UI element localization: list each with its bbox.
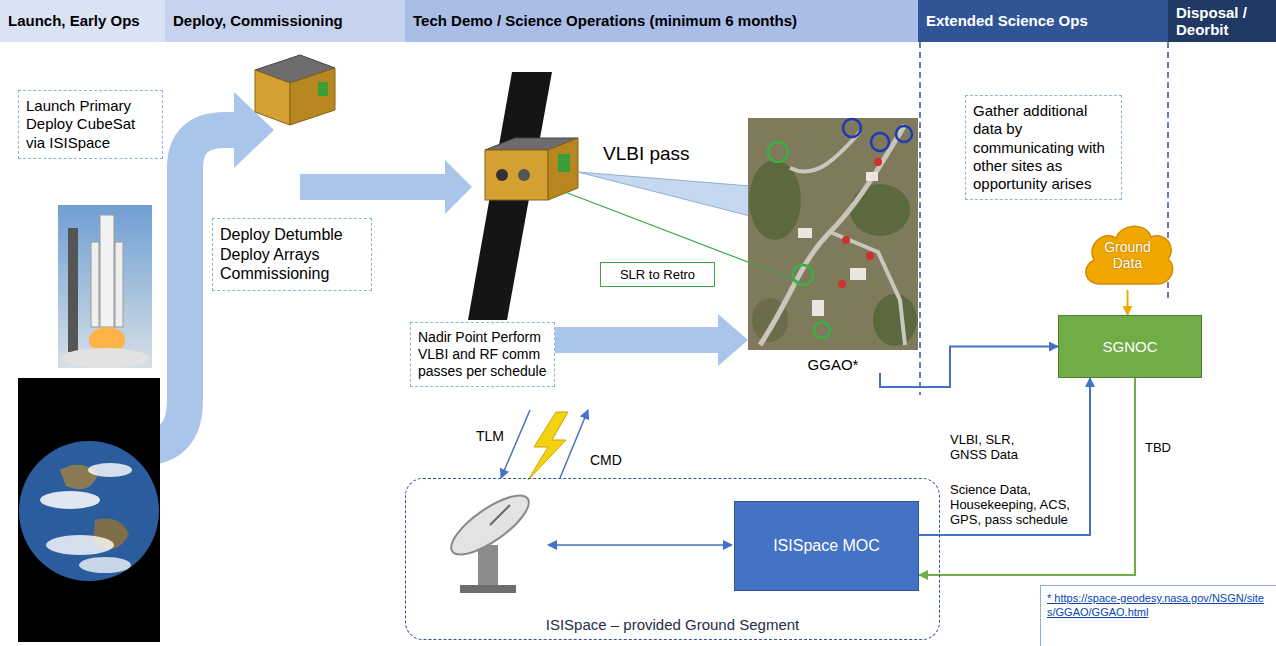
edge-label: VLBI, SLR, GNSS Data xyxy=(950,432,1040,462)
earth-cloud xyxy=(88,463,132,477)
node-text: Deploy, Commissioning xyxy=(173,12,343,29)
center-box: SGNOC xyxy=(1058,315,1202,378)
site-map xyxy=(748,118,918,350)
map-road xyxy=(830,232,905,345)
rf-bolt xyxy=(528,412,568,480)
antenna-base xyxy=(460,585,516,593)
node-text: Extended Science Ops xyxy=(926,12,1088,29)
node-text: Nadir Point Perform VLBI and RF comm pas… xyxy=(418,329,547,380)
cubesat-side xyxy=(290,68,335,125)
site-map-box: GGAO* xyxy=(748,118,918,373)
earth-cloud xyxy=(79,557,131,573)
cloud-shape: Ground Data xyxy=(1080,220,1175,290)
solar-array xyxy=(468,72,552,320)
map-building xyxy=(850,268,866,280)
antenna-link xyxy=(548,544,732,546)
phase-band: Deploy, Commissioning xyxy=(165,0,405,42)
map-marker xyxy=(793,265,813,285)
free-label: VLBI pass xyxy=(603,143,690,165)
earth-cloud xyxy=(46,535,114,555)
phase-divider xyxy=(919,42,921,395)
free-label: CMD xyxy=(590,452,622,468)
rocket-photo xyxy=(58,205,152,368)
rocket-booster xyxy=(115,242,123,327)
satellite-lens xyxy=(496,169,508,181)
connector xyxy=(1127,290,1129,315)
vlbi-beam xyxy=(578,172,750,216)
node-text: SLR to Retro xyxy=(607,267,708,282)
note-box: Nadir Point Perform VLBI and RF comm pas… xyxy=(410,322,555,387)
rocket-smoke xyxy=(61,348,149,368)
earth-cloud xyxy=(40,491,100,509)
map-marker xyxy=(843,119,861,137)
connector xyxy=(880,347,1058,388)
connector xyxy=(555,314,748,366)
cloud-fill xyxy=(1086,226,1173,284)
phase-band: Extended Science Ops xyxy=(918,0,1168,42)
node-text: ISISpace MOC xyxy=(773,537,880,555)
node-text: GGAO* xyxy=(748,356,918,373)
map-marker xyxy=(842,236,850,244)
map-marker xyxy=(838,280,846,288)
map-building xyxy=(866,172,878,181)
node-text: * https://space-geodesy.nasa.gov/NSGN/si… xyxy=(1047,591,1270,620)
node-text: SGNOC xyxy=(1102,338,1157,355)
map-marker xyxy=(896,126,912,142)
map-road xyxy=(760,125,905,345)
map-marker xyxy=(866,252,874,260)
satellite-front xyxy=(485,150,548,200)
antenna-feed xyxy=(490,505,510,525)
connector xyxy=(919,378,1090,535)
satellite-panel xyxy=(558,154,570,172)
launch-tower xyxy=(68,228,78,352)
map-trees xyxy=(749,160,801,240)
phase-arrow xyxy=(300,160,472,214)
node-text: ISISpace – provided Ground Segment xyxy=(406,616,939,633)
phase-band: Launch, Early Ops xyxy=(0,0,165,42)
footnote-box: * https://space-geodesy.nasa.gov/NSGN/si… xyxy=(1040,585,1276,646)
tlm-link xyxy=(501,410,530,478)
map-trees xyxy=(850,184,910,236)
map-marker xyxy=(768,142,788,162)
map-building xyxy=(812,300,824,316)
node-text: Gather additional data by communicating … xyxy=(973,102,1114,193)
earth-globe xyxy=(19,441,159,581)
node-text: Launch, Early Ops xyxy=(8,12,140,29)
note-box: Deploy Detumble Deploy Arrays Commission… xyxy=(212,218,372,291)
center-box: ISISpace MOC xyxy=(734,501,919,591)
map-building xyxy=(798,228,812,238)
earth-photo xyxy=(18,378,160,642)
map-trees xyxy=(873,294,917,346)
tag-box: SLR to Retro xyxy=(600,262,715,287)
antenna-dish xyxy=(443,486,537,565)
satellite-lens xyxy=(518,169,530,181)
satellite-side xyxy=(548,138,578,200)
node-text: Ground Data xyxy=(1094,239,1161,271)
rocket-body xyxy=(100,215,114,327)
free-label: TLM xyxy=(476,428,504,444)
antenna-pedestal xyxy=(478,545,498,587)
map-marker xyxy=(871,133,889,151)
node-text: Disposal / Deorbit xyxy=(1176,4,1268,39)
map-marker xyxy=(874,158,882,166)
node-text: Deploy Detumble Deploy Arrays Commission… xyxy=(220,225,364,284)
ground-segment: ISISpace – provided Ground Segment ISISpa… xyxy=(405,478,940,640)
connector xyxy=(919,378,1135,575)
note-box: Launch Primary Deploy CubeSat via ISISpa… xyxy=(18,90,163,159)
map-marker xyxy=(814,322,830,338)
node-text: Launch Primary Deploy CubeSat via ISISpa… xyxy=(26,97,155,152)
cubesat-panel xyxy=(318,82,328,96)
cmd-link xyxy=(560,410,588,478)
edge-label: TBD xyxy=(1145,440,1185,455)
cubesat-front xyxy=(255,70,290,125)
rocket-booster xyxy=(91,242,99,327)
node-text: Tech Demo / Science Operations (minimum … xyxy=(413,12,797,29)
phase-band: Tech Demo / Science Operations (minimum … xyxy=(405,0,918,42)
phase-band: Disposal / Deorbit xyxy=(1168,0,1276,42)
edge-label: Science Data, Housekeeping, ACS, GPS, pa… xyxy=(950,482,1085,527)
note-box: Gather additional data by communicating … xyxy=(965,95,1122,200)
